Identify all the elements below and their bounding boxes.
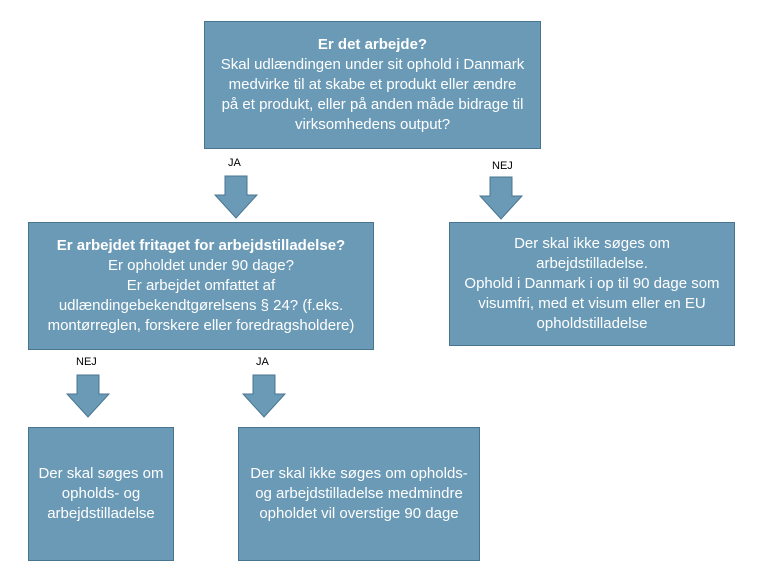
- result-line: Der skal søges om: [38, 465, 164, 482]
- question-box-is-it-work: Er det arbejde? Skal udlændingen under s…: [204, 21, 541, 149]
- result-box-no-permit-needed: Der skal ikke søges om arbejdstilladelse…: [449, 222, 735, 346]
- question-line: virksomhedens output?: [294, 116, 451, 133]
- result-line: opholds- og: [61, 485, 141, 502]
- label-ja-bottom: JA: [256, 356, 269, 368]
- label-nej-bottom: NEJ: [76, 356, 97, 368]
- result-line: arbejdstilladelse: [47, 505, 155, 522]
- question-line: Er arbejdet omfattet af: [126, 277, 276, 294]
- result-line: Ophold i Danmark i op til 90 dage som: [464, 275, 720, 292]
- arrow-down-icon: [66, 374, 110, 418]
- question-box-exempt: Er arbejdet fritaget for arbejdstilladel…: [28, 222, 374, 350]
- result-line: Der skal ikke søges om opholds-: [250, 465, 468, 482]
- question-line: Er opholdet under 90 dage?: [108, 257, 294, 274]
- question-line: udlændingebekendtgørelsens § 24? (f.eks.: [58, 297, 344, 314]
- question-line: Skal udlændingen under sit ophold i Danm…: [220, 56, 525, 73]
- question-title: Er det arbejde?: [317, 36, 428, 53]
- arrow-down-icon: [214, 175, 258, 219]
- result-line: opholdet vil overstige 90 dage: [259, 505, 459, 522]
- arrow-down-icon: [479, 176, 523, 220]
- question-line: medvirke til at skabe et produkt eller æ…: [228, 76, 517, 93]
- result-line: Der skal ikke søges om: [514, 235, 670, 252]
- result-line: visumfri, med et visum eller en EU: [478, 295, 706, 312]
- question-line: på et produkt, eller på anden måde bidra…: [221, 96, 524, 113]
- result-box-no-permit-unless-over-90: Der skal ikke søges om opholds- og arbej…: [238, 427, 480, 561]
- result-line: og arbejdstilladelse medmindre: [255, 485, 463, 502]
- arrow-down-icon: [242, 374, 286, 418]
- question-line: montørreglen, forskere eller foredragsho…: [47, 317, 355, 334]
- question-title: Er arbejdet fritaget for arbejdstilladel…: [56, 237, 346, 254]
- result-line: opholdstilladelse: [536, 315, 648, 332]
- label-ja-top: JA: [228, 157, 241, 169]
- label-nej-top: NEJ: [492, 160, 513, 172]
- result-box-permit-needed: Der skal søges om opholds- og arbejdstil…: [28, 427, 174, 561]
- result-line: arbejdstilladelse.: [536, 255, 648, 272]
